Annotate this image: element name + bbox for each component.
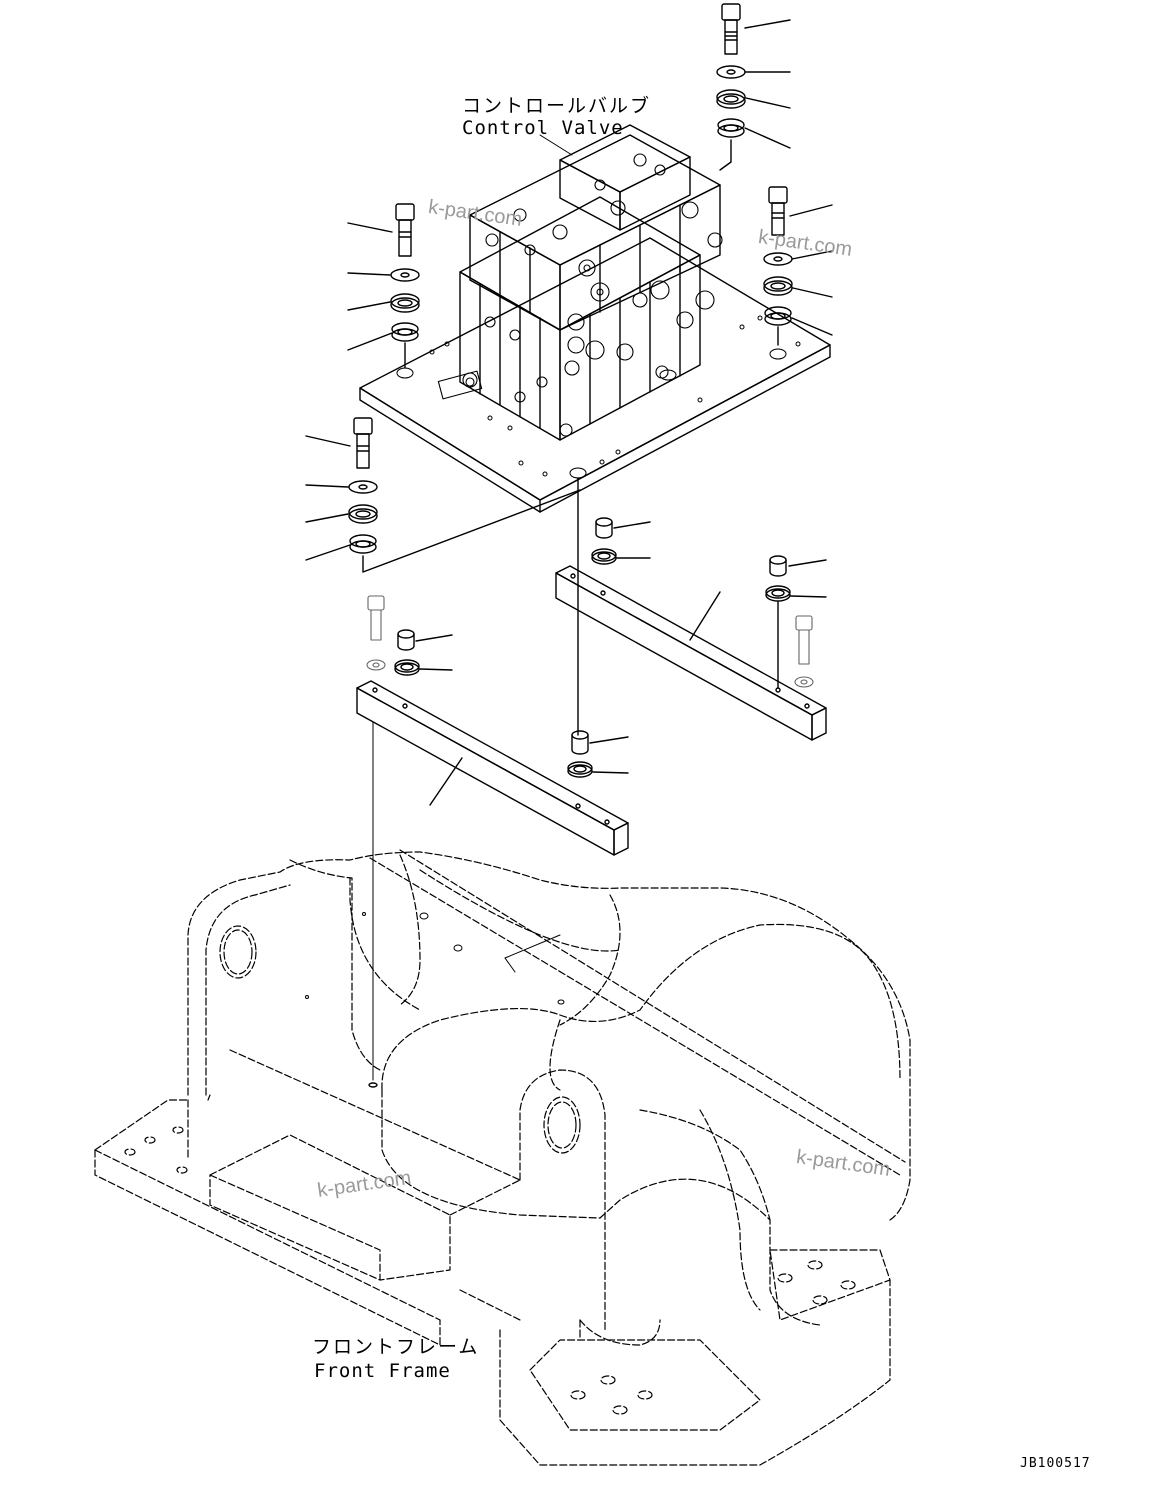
valve-mounting-plate xyxy=(359,237,831,501)
control-valve-label-en: Control Valve xyxy=(462,117,624,139)
support-bar-left xyxy=(356,680,629,856)
frame-solid-details xyxy=(305,912,565,1005)
spacers-and-collars xyxy=(394,477,827,778)
valve-fittings xyxy=(437,153,723,437)
front-frame-label-en: Front Frame xyxy=(314,1360,451,1382)
label-leaders xyxy=(539,134,573,156)
control-valve-label-jp: コントロールバルブ xyxy=(462,95,652,117)
reference-bolts xyxy=(366,595,814,688)
front-frame-label-jp: フロントフレーム xyxy=(312,1336,480,1358)
drawing-code: JB100517 xyxy=(1020,1456,1091,1471)
fastener-stack-top-right xyxy=(716,3,791,171)
valve-lower-block xyxy=(459,196,701,441)
valve-upper-block xyxy=(469,134,721,331)
support-bar-right xyxy=(555,565,827,741)
valve-top-block xyxy=(559,124,691,231)
control-valve-assembly xyxy=(359,124,831,513)
fastener-stack-left xyxy=(347,203,420,369)
plate-holes xyxy=(396,315,801,479)
front-frame xyxy=(94,849,911,1466)
fastener-stack-mid-left xyxy=(305,417,581,573)
fastener-stack-right xyxy=(763,186,833,346)
